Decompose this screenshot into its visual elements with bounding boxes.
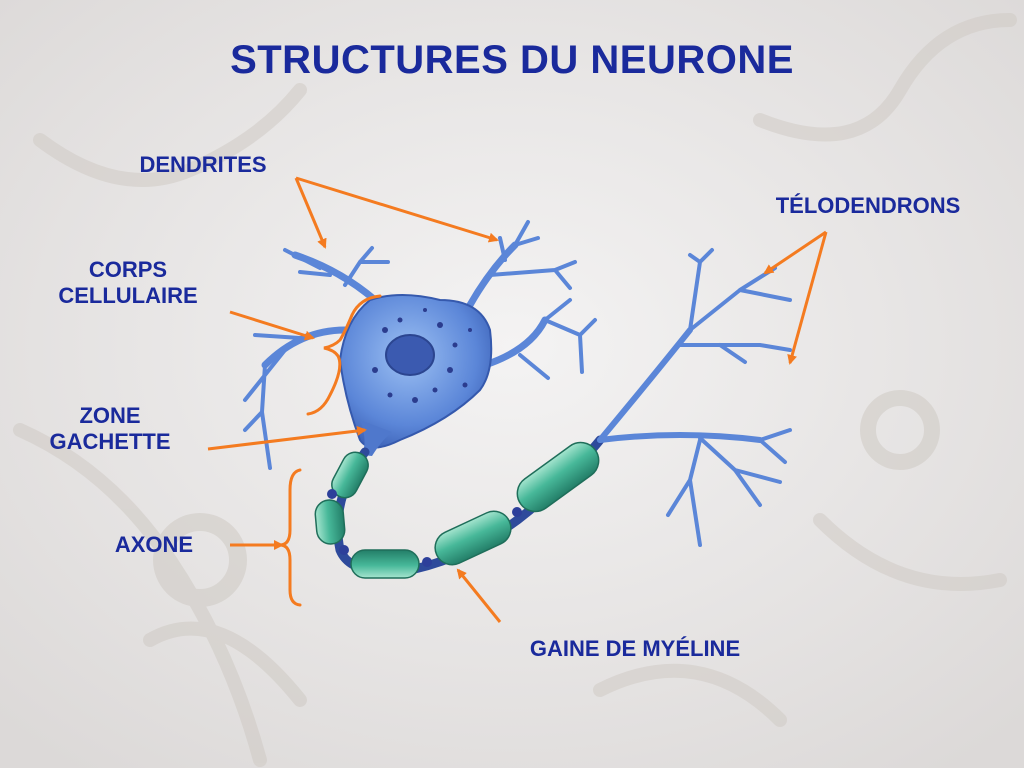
label-corps-cellulaire: CORPS CELLULAIRE [30, 257, 226, 309]
label-corps-line2: CELLULAIRE [58, 283, 198, 308]
background-neuron-texture [13, 13, 1017, 767]
label-corps-line1: CORPS [88, 257, 168, 282]
dendrites [243, 220, 597, 470]
label-dendrites: DENDRITES [139, 152, 267, 177]
label-zone-line2: GACHETTE [49, 429, 171, 454]
page-title: STRUCTURES DU NEURONE [230, 38, 794, 82]
axon [314, 435, 605, 579]
dendrites-arrow-right [295, 176, 499, 243]
label-zone-gachette: ZONE GACHETTE [22, 403, 198, 455]
telodendrons [597, 248, 792, 547]
telodendrons-arrow-upper [763, 230, 827, 275]
dendrites-arrow-left [294, 177, 327, 249]
nucleus [385, 334, 435, 376]
label-axone: AXONE [114, 532, 194, 557]
corps-cellulaire-brace [306, 294, 382, 416]
label-telodendrons: TÉLODENDRONS [775, 193, 961, 218]
label-gaine-de-myeline: GAINE DE MYÉLINE [529, 636, 741, 661]
nissl-granules [372, 308, 472, 403]
corps-cellulaire-arrow [229, 310, 315, 341]
myelin-segments [314, 441, 600, 579]
telodendrons-arrow-lower [787, 231, 828, 365]
zone-gachette-arrow [207, 425, 367, 451]
label-arrows [207, 176, 828, 623]
cell-body [338, 294, 493, 456]
gaine-arrow [456, 568, 502, 623]
label-zone-line1: ZONE [79, 403, 141, 428]
nodes-of-ranvier [327, 489, 522, 567]
